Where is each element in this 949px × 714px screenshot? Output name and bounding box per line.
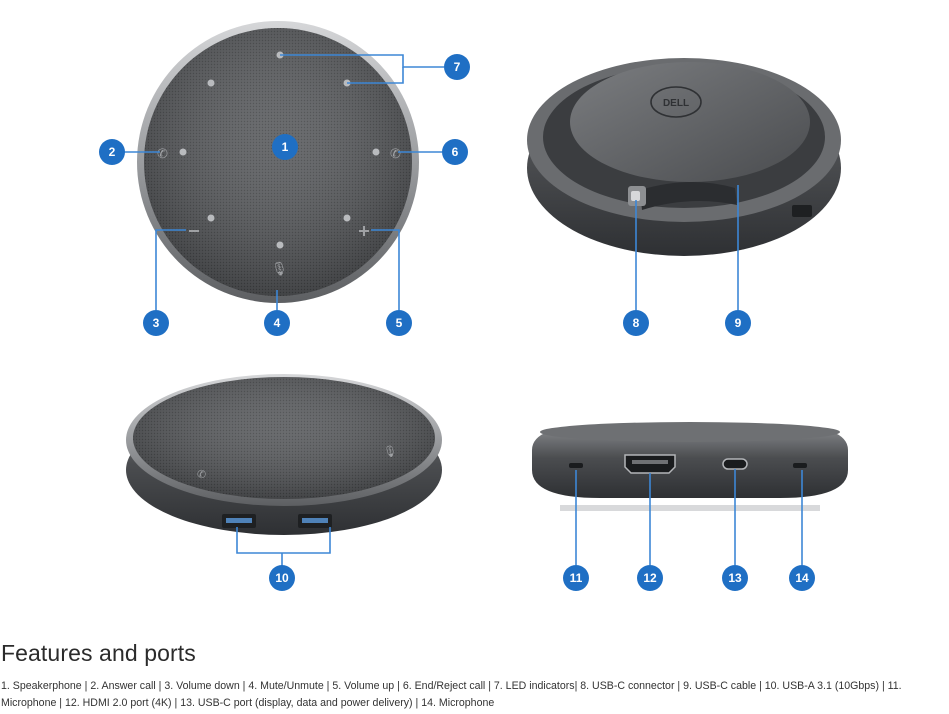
feature-list-text: 1. Speakerphone | 2. Answer call | 3. Vo… bbox=[1, 680, 902, 709]
usb-c-cable bbox=[628, 181, 737, 210]
leader-lines bbox=[124, 54, 803, 566]
callout-14: 14 bbox=[789, 565, 815, 591]
callout-2: 2 bbox=[99, 139, 125, 165]
svg-text:11: 11 bbox=[570, 571, 583, 585]
callout-5: 5 bbox=[386, 310, 412, 336]
mute-icon[interactable]: 🎙 bbox=[271, 261, 288, 277]
section-title: Features and ports bbox=[1, 640, 196, 666]
svg-text:13: 13 bbox=[728, 571, 742, 585]
callout-9: 9 bbox=[725, 310, 751, 336]
usb-a-port-icon bbox=[792, 205, 812, 217]
svg-text:7: 7 bbox=[454, 60, 461, 74]
callout-7: 7 bbox=[444, 54, 470, 80]
microphone-right bbox=[793, 463, 807, 468]
usb-c-port-icon bbox=[722, 458, 748, 470]
end-call-icon[interactable]: ✆ bbox=[390, 147, 401, 162]
microphone-left bbox=[569, 463, 583, 468]
svg-text:1: 1 bbox=[282, 140, 289, 154]
callout-6: 6 bbox=[442, 139, 468, 165]
volume-down-icon[interactable] bbox=[189, 230, 199, 232]
mute-icon: 🎙 bbox=[383, 445, 397, 458]
hdmi-port-icon bbox=[624, 454, 676, 474]
callout-1: 1 bbox=[272, 134, 298, 160]
dell-logo: DELL bbox=[663, 98, 689, 109]
svg-text:2: 2 bbox=[109, 145, 116, 159]
side-view-ports bbox=[532, 422, 848, 511]
svg-text:5: 5 bbox=[396, 316, 403, 330]
svg-text:14: 14 bbox=[795, 571, 809, 585]
angled-view-usb-ports: ✆ 🎙 bbox=[126, 374, 442, 535]
svg-text:3: 3 bbox=[153, 316, 160, 330]
product-diagram: ✆ ✆ 🎙 DELL ✆ 🎙 bbox=[99, 21, 848, 591]
svg-text:8: 8 bbox=[633, 316, 640, 330]
callout-11: 11 bbox=[563, 565, 589, 591]
answer-call-icon: ✆ bbox=[197, 468, 206, 481]
callout-13: 13 bbox=[722, 565, 748, 591]
callout-3: 3 bbox=[143, 310, 169, 336]
callout-4: 4 bbox=[264, 310, 290, 336]
bottom-view-cable: DELL bbox=[527, 58, 841, 256]
svg-text:12: 12 bbox=[643, 571, 657, 585]
volume-up-icon[interactable] bbox=[359, 226, 369, 236]
svg-text:6: 6 bbox=[452, 145, 459, 159]
answer-call-icon[interactable]: ✆ bbox=[157, 147, 168, 162]
svg-text:4: 4 bbox=[274, 316, 281, 330]
svg-text:10: 10 bbox=[275, 571, 289, 585]
callout-10: 10 bbox=[269, 565, 295, 591]
callout-12: 12 bbox=[637, 565, 663, 591]
top-view-speakerphone: ✆ ✆ 🎙 bbox=[137, 21, 419, 303]
callout-8: 8 bbox=[623, 310, 649, 336]
svg-text:9: 9 bbox=[735, 316, 742, 330]
